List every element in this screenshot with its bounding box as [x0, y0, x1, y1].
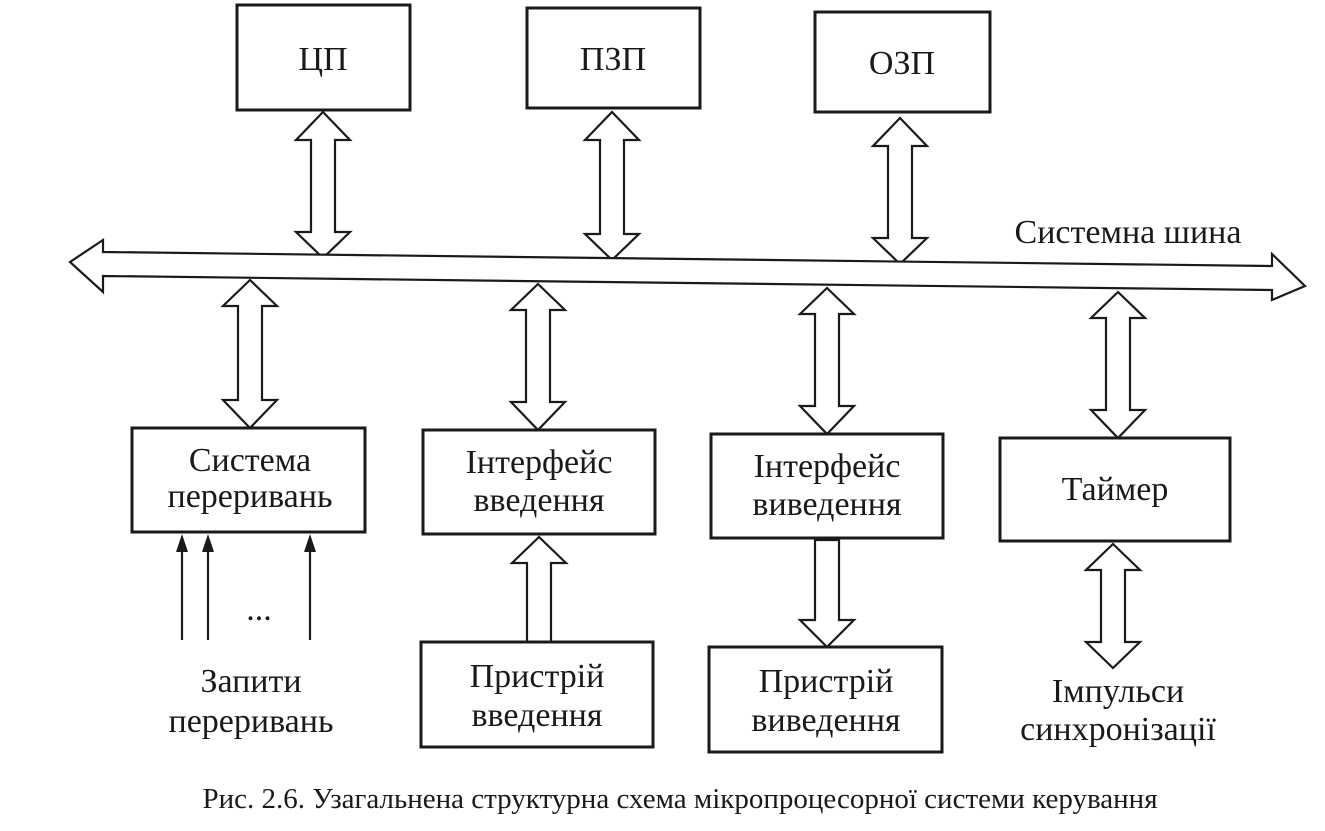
rom-bus-arrow	[582, 110, 642, 262]
interrupt-request-head-3	[304, 534, 316, 552]
interrupt-system-block	[130, 426, 367, 534]
ram-block	[813, 10, 992, 114]
cpu-label: ЦП	[298, 41, 347, 78]
output-device-block	[707, 645, 944, 754]
output-device-label-1: Пристрій	[759, 663, 894, 700]
rom-block	[525, 6, 702, 110]
cpu-block	[235, 3, 412, 112]
system-bus	[68, 237, 1307, 302]
input-interface-label-1: Інтерфейс	[466, 444, 613, 481]
interrupt-bus-arrow	[220, 278, 280, 430]
input-device-label-1: Пристрій	[470, 658, 605, 695]
sync-pulses-arrow	[1083, 542, 1143, 670]
output-interface-label-2: виведення	[752, 486, 902, 523]
sync-pulses-label-2: синхронізації	[1020, 711, 1216, 748]
output-interface-block	[709, 432, 945, 540]
input-interface-label-2: введення	[474, 482, 605, 519]
ram-bus-arrow	[870, 116, 930, 266]
interrupt-system-label-2: переривань	[168, 478, 333, 515]
output-device-arrow	[797, 538, 857, 649]
interrupt-requests-label-1: Запити	[200, 663, 301, 700]
interrupt-requests-label-2: переривань	[169, 703, 334, 740]
input-device-block	[419, 640, 655, 749]
sync-pulses-label-1: Імпульси	[1052, 673, 1184, 710]
rom-label: ПЗП	[580, 41, 646, 78]
output-interface-bus-arrow	[797, 286, 857, 436]
interrupt-request-head-2	[202, 534, 214, 552]
input-interface-block	[421, 428, 657, 536]
interrupt-system-label-1: Система	[189, 442, 311, 479]
interrupt-request-ellipsis: ...	[246, 591, 272, 628]
timer-label: Таймер	[1062, 471, 1169, 508]
timer-bus-arrow	[1088, 290, 1148, 440]
ram-label: ОЗП	[869, 45, 935, 82]
figure-caption: Рис. 2.6. Узагальнена структурна схема м…	[202, 783, 1157, 815]
interrupt-request-head-1	[176, 534, 188, 552]
cpu-bus-arrow	[293, 110, 353, 260]
system-bus-label: Системна шина	[1015, 214, 1242, 251]
input-interface-bus-arrow	[508, 282, 568, 432]
input-device-arrow	[509, 535, 569, 644]
output-device-label-2: виведення	[751, 702, 901, 739]
input-device-label-2: введення	[472, 697, 603, 734]
timer-block	[998, 436, 1232, 543]
output-interface-label-1: Інтерфейс	[754, 448, 901, 485]
